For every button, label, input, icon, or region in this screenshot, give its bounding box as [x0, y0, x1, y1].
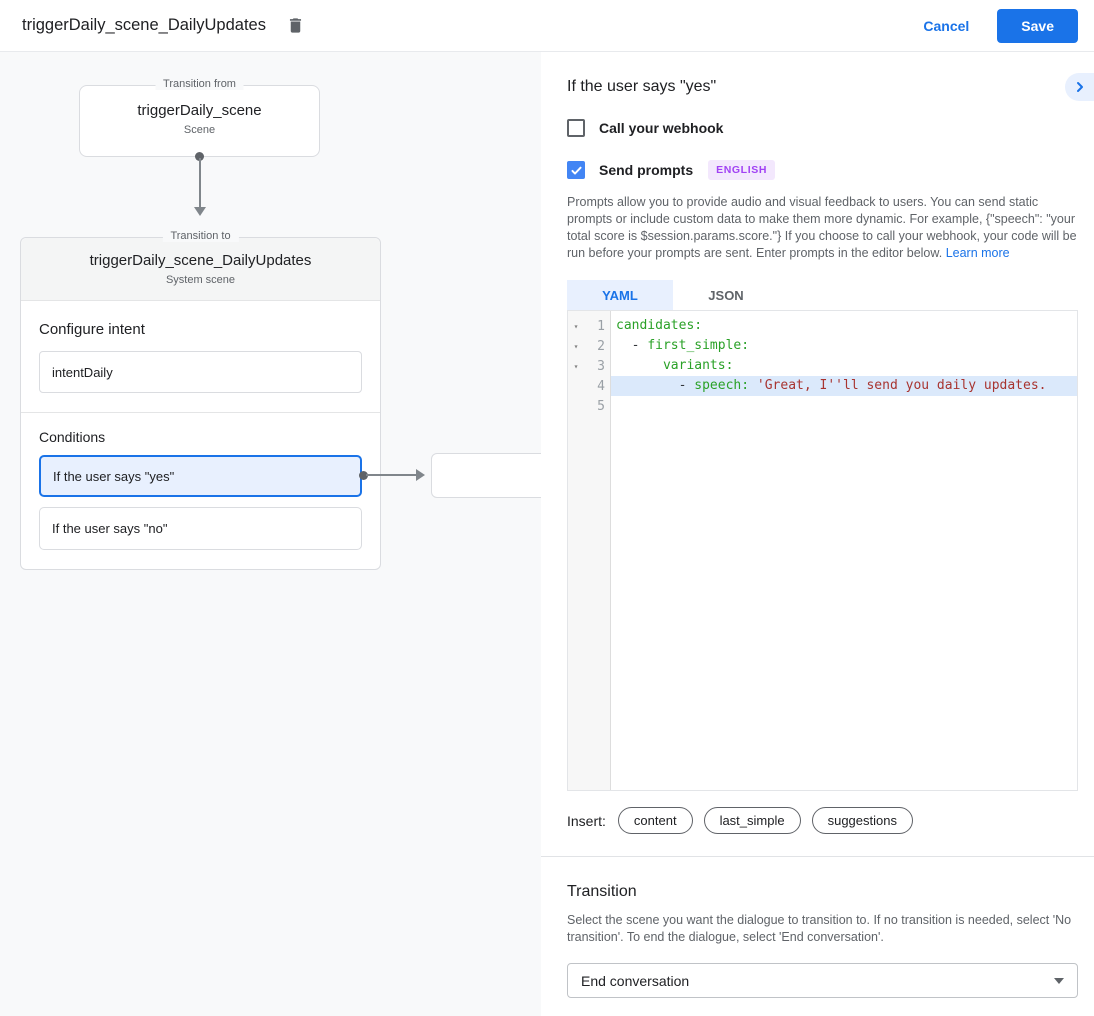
line-number: 3: [597, 358, 605, 374]
checkmark-icon: [570, 166, 582, 174]
code-line: - first_simple:: [611, 336, 1077, 356]
conditions-heading: Conditions: [39, 429, 106, 445]
learn-more-link[interactable]: Learn more: [945, 246, 1010, 260]
node-transition-from[interactable]: Transition from triggerDaily_scene Scene: [79, 78, 320, 157]
line-number: 2: [597, 338, 605, 354]
code-token-key: variants:: [662, 358, 734, 373]
fold-arrow-icon[interactable]: ▾: [573, 341, 579, 351]
arrow-right-icon: [416, 469, 425, 481]
transition-to-header: triggerDaily_scene_DailyUpdates System s…: [21, 238, 380, 301]
gutter-row: 5: [568, 396, 610, 416]
call-webhook-checkbox-row[interactable]: Call your webhook: [567, 119, 1078, 137]
transition-to-label: Transition to: [162, 230, 239, 242]
code-token-key: first_simple:: [647, 338, 750, 353]
gutter-row: ▾1: [568, 316, 610, 336]
connector-line-vertical: [199, 158, 201, 208]
flow-canvas[interactable]: Transition from triggerDaily_scene Scene…: [0, 52, 541, 1016]
code-token-key: speech:: [694, 378, 757, 393]
fold-arrow-icon[interactable]: ▾: [573, 321, 579, 331]
prompts-description-text: Prompts allow you to provide audio and v…: [567, 195, 1077, 260]
insert-chips: content last_simple suggestions: [617, 807, 924, 834]
arrow-down-icon: [194, 207, 206, 216]
code-line: - speech: 'Great, I''ll send you daily u…: [611, 376, 1077, 396]
insert-chip-suggestions[interactable]: suggestions: [811, 807, 913, 834]
fold-arrow-icon[interactable]: ▾: [573, 361, 579, 371]
connector-line-horizontal: [366, 474, 417, 476]
code-line: candidates:: [611, 316, 1077, 336]
main-split: Transition from triggerDaily_scene Scene…: [0, 52, 1094, 1016]
line-number: 5: [597, 398, 605, 414]
code-token-plain: -: [616, 378, 695, 393]
insert-row: Insert: content last_simple suggestions: [567, 807, 1078, 834]
condition-panel-title: If the user says "yes": [567, 78, 717, 95]
prompt-format-tabs: YAML JSON: [567, 280, 1078, 310]
line-number: 1: [597, 318, 605, 334]
panel-divider: [541, 856, 1094, 857]
transition-select[interactable]: End conversation: [567, 963, 1078, 998]
configure-intent-heading: Configure intent: [39, 321, 145, 338]
intent-name: intentDaily: [52, 364, 113, 380]
transition-target-node[interactable]: [431, 453, 541, 498]
from-scene-type: Scene: [183, 124, 216, 136]
condition-item[interactable]: If the user says "no": [39, 507, 362, 550]
webhook-checkbox[interactable]: [567, 119, 585, 137]
tab-json[interactable]: JSON: [708, 287, 744, 303]
transition-heading: Transition: [567, 883, 637, 900]
condition-panel: If the user says "yes" Call your webhook…: [541, 52, 1094, 1016]
section-divider: [21, 412, 380, 413]
prompts-description: Prompts allow you to provide audio and v…: [567, 194, 1078, 262]
page-title: triggerDaily_scene_DailyUpdates: [22, 16, 266, 34]
line-number: 4: [597, 378, 605, 394]
to-scene-name: triggerDaily_scene_DailyUpdates: [89, 252, 312, 269]
connector-dot: [195, 152, 204, 161]
save-button[interactable]: Save: [997, 8, 1078, 43]
from-scene-name: triggerDaily_scene: [137, 102, 262, 119]
delete-button[interactable]: [282, 12, 309, 39]
code-token-key: candidates:: [616, 318, 703, 333]
dropdown-caret-icon: [1054, 977, 1064, 984]
send-prompts-checkbox-row[interactable]: Send prompts ENGLISH: [567, 160, 1078, 180]
cancel-button[interactable]: Cancel: [923, 17, 970, 34]
send-prompts-checkbox[interactable]: [567, 161, 585, 179]
insert-chip-content[interactable]: content: [617, 807, 693, 834]
webhook-checkbox-label: Call your webhook: [599, 120, 724, 136]
gutter-row: ▾3: [568, 356, 610, 376]
condition-item[interactable]: If the user says "yes": [39, 455, 362, 497]
code-line: variants:: [611, 356, 1077, 376]
node-transition-to[interactable]: Transition to triggerDaily_scene_DailyUp…: [20, 230, 381, 570]
gutter-row: 4: [568, 376, 610, 396]
language-badge: ENGLISH: [708, 160, 775, 180]
to-scene-type: System scene: [165, 274, 236, 286]
code-token-plain: -: [616, 338, 648, 353]
code-line: [611, 396, 1077, 416]
header: triggerDaily_scene_DailyUpdates Cancel S…: [0, 0, 1094, 52]
gutter-row: ▾2: [568, 336, 610, 356]
conditions-list: If the user says "yes" If the user says "…: [39, 455, 362, 550]
send-prompts-label: Send prompts: [599, 162, 694, 178]
chevron-right-icon: [1076, 82, 1083, 92]
code-token-string: 'Great, I''ll send you daily updates.: [756, 378, 1047, 393]
code-token-plain: [616, 358, 663, 373]
insert-label: Insert:: [567, 812, 606, 829]
trash-icon: [289, 18, 302, 33]
transition-from-label: Transition from: [155, 78, 244, 90]
insert-chip-last_simple[interactable]: last_simple: [703, 807, 801, 834]
transition-description: Select the scene you want the dialogue t…: [567, 913, 1072, 944]
collapse-panel-button[interactable]: [1065, 73, 1094, 101]
transition-select-value: End conversation: [581, 972, 690, 989]
editor-code[interactable]: candidates: - first_simple: variants: - …: [611, 311, 1077, 790]
intent-item[interactable]: intentDaily: [39, 351, 362, 393]
connector-dot: [359, 471, 368, 480]
transition-to-body: Configure intent intentDaily Conditions …: [21, 321, 380, 550]
tab-yaml[interactable]: YAML: [567, 280, 673, 310]
